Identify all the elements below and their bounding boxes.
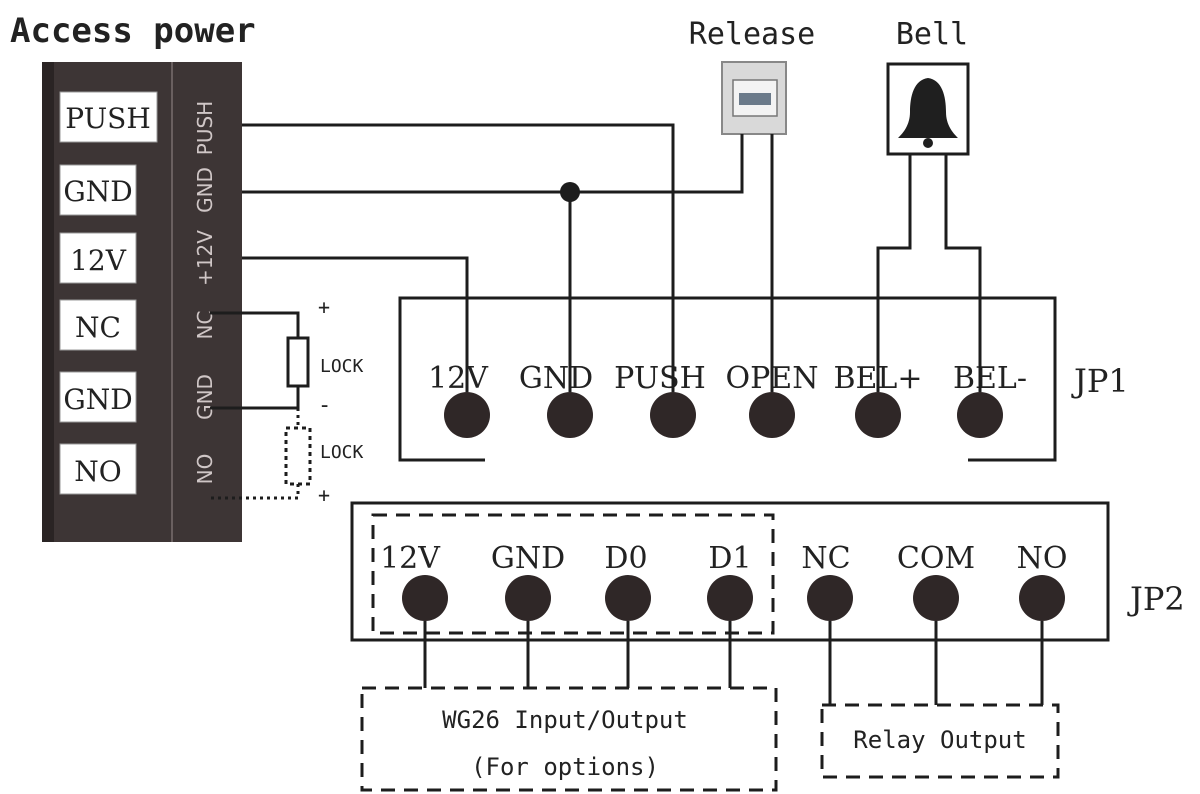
- jp2-terminal: [1019, 575, 1065, 621]
- jp1-label: JP1: [1071, 362, 1129, 400]
- wg26-group-outline: [371, 513, 775, 635]
- power-side-label: NO: [193, 454, 217, 485]
- jp1-terminal: [547, 392, 593, 438]
- jp2-terminal: [605, 575, 651, 621]
- jp2-pin-label: D1: [708, 541, 751, 576]
- jp1-terminal: [855, 392, 901, 438]
- jp2-pin-label: 12V: [380, 541, 441, 576]
- bell-label: Bell: [896, 17, 968, 52]
- access-power-panel: PUSH GND 12V NC GND NO PUSH GND +12V NC …: [42, 62, 242, 542]
- svg-text:GND: GND: [63, 383, 132, 416]
- bell: Bell: [886, 17, 970, 156]
- wg26-line2: (For options): [471, 753, 659, 781]
- jp1-pin-label: 12V: [428, 361, 489, 396]
- jp2-terminal: [807, 575, 853, 621]
- jp1-pin-label: GND: [519, 361, 593, 396]
- power-side-label: GND: [193, 167, 217, 213]
- relay-output-box: Relay Output: [820, 703, 1060, 779]
- power-terminal: NO: [59, 443, 137, 495]
- lock-label: LOCK: [320, 356, 364, 377]
- jp1-pin-label: PUSH: [614, 361, 706, 396]
- lock-dashed: [284, 426, 312, 486]
- power-side-label: GND: [193, 374, 217, 420]
- diagram-title: Access power: [10, 11, 256, 51]
- relay-output-label: Relay Output: [853, 726, 1026, 754]
- wire-12v: [242, 256, 469, 392]
- svg-text:12V: 12V: [70, 244, 127, 277]
- power-terminal: GND: [59, 371, 137, 423]
- power-terminal: NC: [59, 299, 137, 351]
- jp2-pin-label: GND: [491, 541, 565, 576]
- wire-nc-lock: [210, 311, 300, 338]
- bell-icon: [898, 78, 958, 138]
- jp2-pin-label: COM: [897, 541, 975, 576]
- jp1-terminal: [957, 392, 1003, 438]
- lock-label: LOCK: [320, 442, 364, 463]
- jp1-pin-label: BEL-: [953, 361, 1027, 396]
- svg-text:GND: GND: [63, 175, 132, 208]
- wire-no-lock: [210, 484, 300, 500]
- jp1-terminal: [444, 392, 490, 438]
- jp1-terminal: [749, 392, 795, 438]
- jp2-label: JP2: [1127, 580, 1185, 618]
- power-terminal: GND: [59, 164, 137, 216]
- jp1-terminal: [650, 392, 696, 438]
- jp2-pin-label: D0: [604, 541, 647, 576]
- svg-text:PUSH: PUSH: [65, 102, 151, 135]
- jp2-terminal: [402, 575, 448, 621]
- junction-dot: [560, 182, 580, 202]
- jp2-pin-label: NO: [1017, 541, 1068, 576]
- power-side-label: PUSH: [193, 101, 217, 155]
- plus-sign: +: [318, 295, 330, 319]
- power-terminal: PUSH: [59, 91, 158, 143]
- wire-push: [242, 123, 675, 392]
- plus-sign: +: [318, 483, 330, 507]
- jp2-terminal: [913, 575, 959, 621]
- wires: [210, 123, 982, 500]
- minus-sign: -: [318, 393, 331, 418]
- release-label: Release: [689, 17, 815, 52]
- key-icon: [739, 93, 771, 105]
- power-side-label: NC: [193, 311, 217, 340]
- jp2-pin-label: NC: [801, 541, 850, 576]
- jp2-wires: [423, 621, 1044, 705]
- jp1-housing: [398, 296, 1057, 462]
- wire-bell-plus: [876, 154, 912, 392]
- jp2-terminal: [707, 575, 753, 621]
- svg-text:NO: NO: [74, 455, 121, 488]
- svg-text:NC: NC: [75, 311, 121, 344]
- wire-gnd: [242, 134, 744, 194]
- wg26-box: WG26 Input/Output (For options): [360, 686, 778, 792]
- wire-bell-minus: [944, 154, 982, 392]
- release-button: Release: [689, 17, 815, 135]
- wg26-line1: WG26 Input/Output: [442, 706, 688, 734]
- power-terminal: 12V: [59, 232, 137, 284]
- lock-solid: [286, 336, 310, 388]
- power-side-label: +12V: [193, 230, 217, 286]
- jp2-terminal: [505, 575, 551, 621]
